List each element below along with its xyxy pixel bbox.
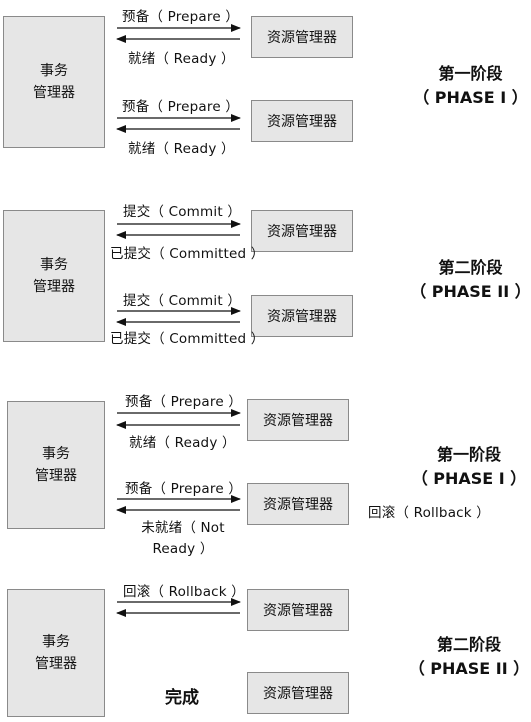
resource-manager-4b: 资源管理器 [247,672,349,714]
label-committed-2: 已提交（ Committed ） [110,331,265,347]
resource-manager-1a: 资源管理器 [251,16,353,58]
label-commit-2: 提交（ Commit ） [123,293,242,309]
label-prepare-4: 预备（ Prepare ） [125,481,243,497]
tm-label-line1: 事务 [40,63,68,79]
resource-manager-2b: 资源管理器 [251,295,353,337]
phase-2-title-b: 第二阶段 （ PHASE II ） [408,635,530,678]
label-commit-1: 提交（ Commit ） [123,204,242,220]
resource-manager-3a: 资源管理器 [247,399,349,441]
phase-1-title-b: 第一阶段 （ PHASE I ） [411,445,527,488]
phase-2-title: 第二阶段 （ PHASE II ） [410,258,531,301]
label-ready-2: 就绪（ Ready ） [128,141,235,157]
label-committed-1: 已提交（ Committed ） [110,246,265,262]
tm-label-line2: 管理器 [33,85,75,101]
label-prepare-2: 预备（ Prepare ） [122,99,240,115]
label-prepare-3: 预备（ Prepare ） [125,394,243,410]
resource-manager-1b: 资源管理器 [251,100,353,142]
resource-manager-3b: 资源管理器 [247,483,349,525]
resource-manager-4a: 资源管理器 [247,589,349,631]
label-ready-1: 就绪（ Ready ） [128,51,235,67]
label-rollback-side: 回滚（ Rollback ） [368,505,490,521]
transaction-manager-3: 事务管理器 [7,401,105,529]
label-not-ready: 未就绪（ Not Ready ） [141,520,225,557]
transaction-manager-4: 事务管理器 [7,589,105,717]
label-ready-3: 就绪（ Ready ） [129,435,236,451]
resource-manager-2a: 资源管理器 [251,210,353,252]
phase-1-title: 第一阶段 （ PHASE I ） [413,64,528,107]
label-rollback: 回滚（ Rollback ） [123,584,245,600]
transaction-manager-2: 事务管理器 [3,210,105,342]
label-prepare-1: 预备（ Prepare ） [122,9,240,25]
done-label: 完成 [165,688,199,708]
transaction-manager-1: 事务管理器 [3,16,105,148]
